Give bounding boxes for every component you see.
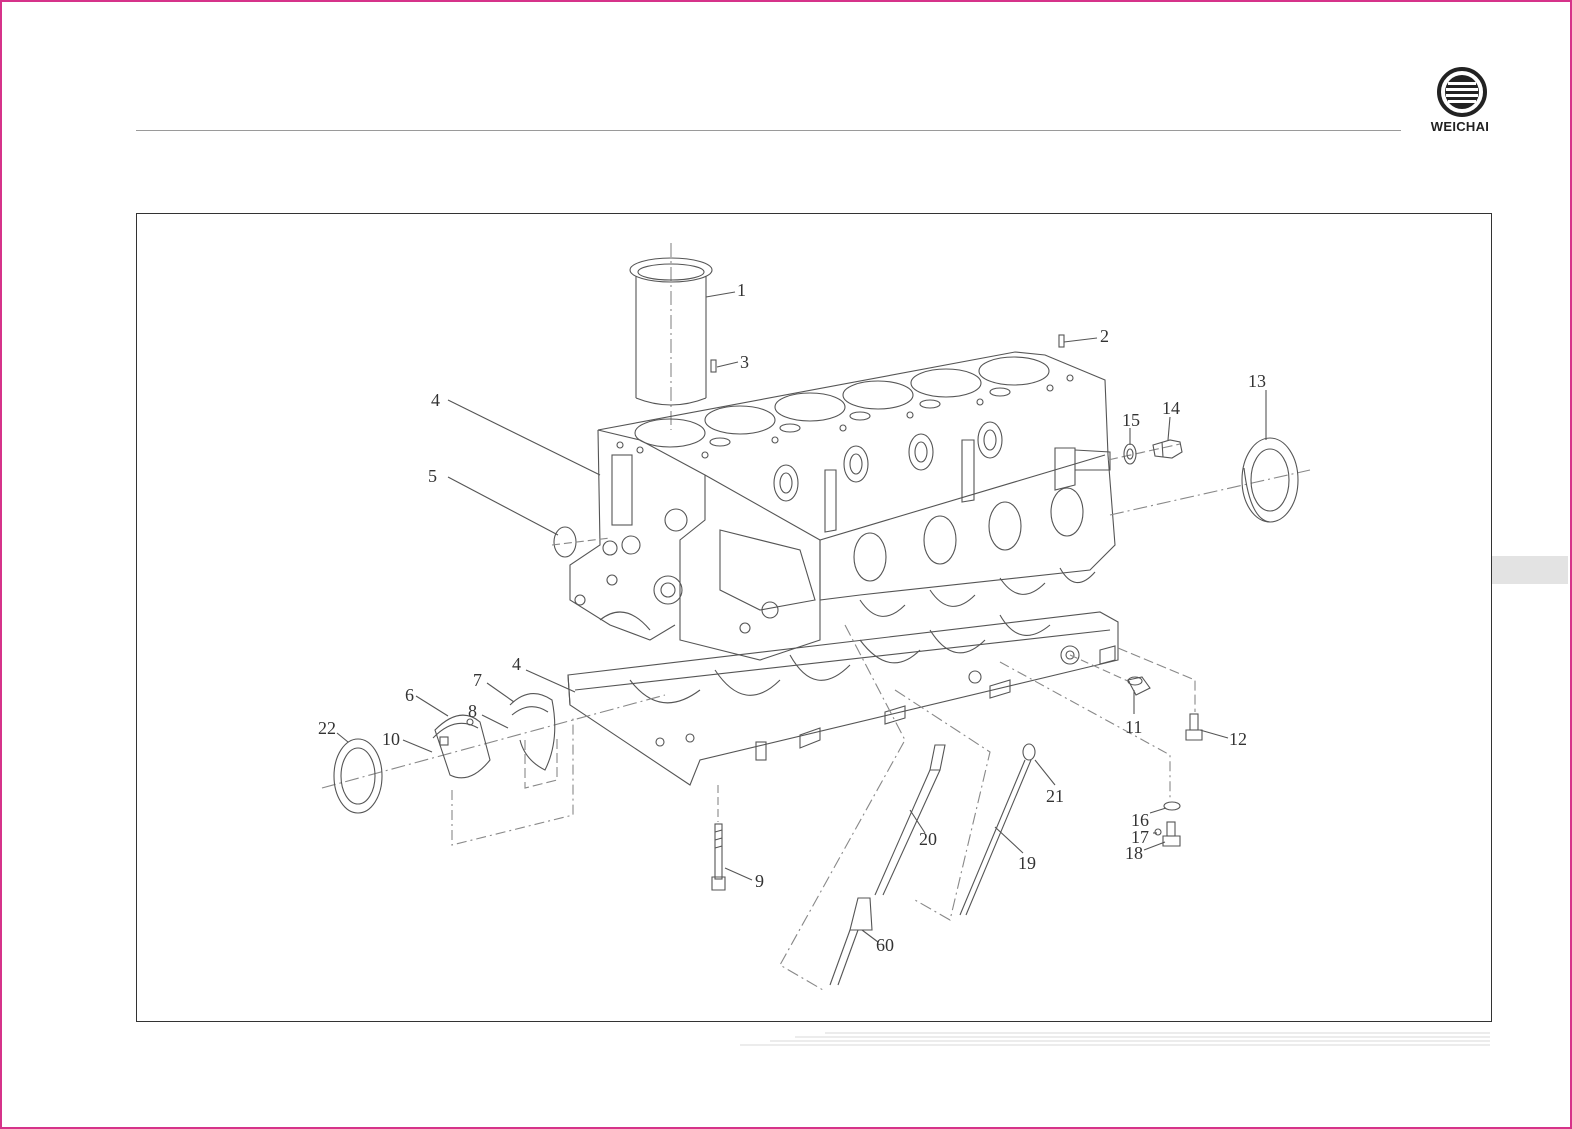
footer-lines: [740, 1032, 1490, 1046]
callout-label: 1: [737, 280, 746, 300]
dipstick-guide-tube-part: [874, 744, 946, 896]
dowel-sleeve-part: [1127, 676, 1151, 696]
callout-label: 11: [1125, 717, 1142, 737]
header-rule: [136, 130, 1401, 131]
front-oil-seal-part: [333, 738, 383, 814]
bedplate-part: [567, 611, 1119, 786]
callout-label: 15: [1122, 410, 1140, 430]
callout-label: 14: [1162, 398, 1180, 418]
callout-label: 60: [876, 935, 894, 955]
callout-label: 9: [755, 871, 764, 891]
callout-label: 7: [473, 670, 482, 690]
callout-label: 19: [1018, 853, 1036, 873]
callout-label: 12: [1229, 729, 1247, 749]
fitting-part: [1154, 801, 1181, 847]
bolt-part: [1185, 713, 1203, 741]
callout-label: 4: [512, 654, 521, 674]
washer-part: [1123, 443, 1137, 465]
callout-label: 18: [1125, 843, 1143, 863]
diagram-frame: [136, 213, 1492, 1022]
callout-label: 20: [919, 829, 937, 849]
brand-name: WEICHAI: [1430, 119, 1490, 134]
callout-label: 21: [1046, 786, 1064, 806]
callout-label: 10: [382, 729, 400, 749]
dowel-pin-part: [710, 359, 717, 373]
callout-label: 2: [1100, 326, 1109, 346]
cylinder-liner-part: [629, 257, 713, 406]
thrust-washer-part: [509, 693, 556, 771]
o-ring-part: [553, 526, 577, 558]
dowel-pin-part: [1058, 334, 1065, 348]
callout-label: 17: [1131, 827, 1149, 847]
main-bearing-bolt-part: [711, 823, 726, 891]
callout-label: 3: [740, 352, 749, 372]
callout-label: 6: [405, 685, 414, 705]
dipstick-part: [959, 743, 1036, 916]
plug-part: [1152, 439, 1183, 459]
callout-label: 13: [1248, 371, 1266, 391]
adapter-part: [829, 897, 873, 986]
engine-block-part: [569, 351, 1116, 661]
callout-label: 5: [428, 466, 437, 486]
callout-label: 22: [318, 718, 336, 738]
callout-label: 16: [1131, 810, 1149, 830]
weichai-logo-icon: [1437, 67, 1487, 117]
callout-label: 8: [468, 701, 477, 721]
main-bearing-shell-part: [432, 714, 491, 779]
rear-oil-seal-part: [1241, 437, 1299, 523]
callout-label: 4: [431, 390, 440, 410]
side-tab: [1491, 556, 1568, 584]
